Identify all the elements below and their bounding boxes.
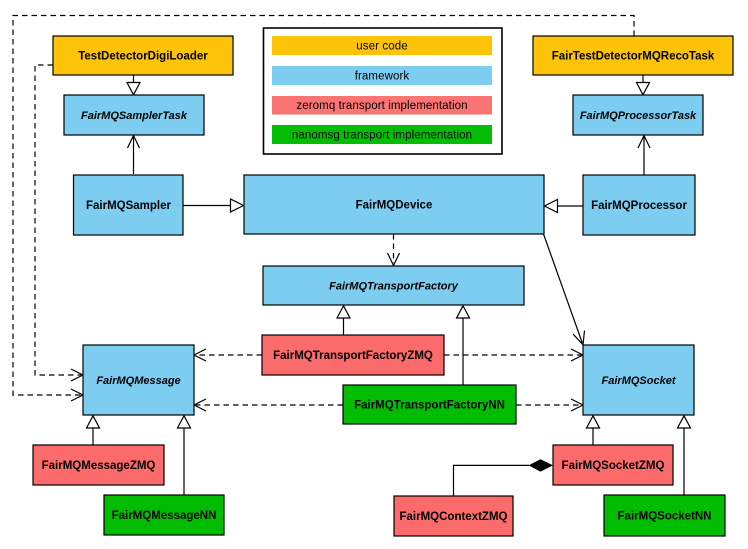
svg-text:user code: user code [356, 41, 407, 53]
svg-text:framework: framework [355, 71, 410, 83]
svg-text:TestDetectorDigiLoader: TestDetectorDigiLoader [78, 51, 208, 63]
svg-text:FairMQContextZMQ: FairMQContextZMQ [400, 511, 508, 523]
svg-text:FairMQSamplerTask: FairMQSamplerTask [81, 110, 188, 122]
svg-text:FairMQTransportFactoryNN: FairMQTransportFactoryNN [354, 400, 505, 412]
svg-text:nanomsg transport implementati: nanomsg transport implementation [292, 130, 472, 142]
svg-text:FairMQSampler: FairMQSampler [86, 200, 172, 212]
svg-text:FairMQMessage: FairMQMessage [96, 375, 180, 387]
svg-text:FairMQSocket: FairMQSocket [602, 375, 677, 387]
svg-text:FairMQMessageZMQ: FairMQMessageZMQ [42, 460, 156, 472]
svg-text:FairMQProcessorTask: FairMQProcessorTask [580, 110, 697, 122]
svg-text:zeromq transport implementatio: zeromq transport implementation [296, 100, 467, 112]
svg-text:FairTestDetectorMQRecoTask: FairTestDetectorMQRecoTask [552, 51, 715, 63]
svg-text:FairMQSocketNN: FairMQSocketNN [618, 511, 712, 523]
svg-text:FairMQTransportFactory: FairMQTransportFactory [329, 281, 459, 293]
svg-text:FairMQDevice: FairMQDevice [356, 200, 433, 212]
svg-text:FairMQTransportFactoryZMQ: FairMQTransportFactoryZMQ [273, 350, 433, 362]
svg-text:FairMQProcessor: FairMQProcessor [591, 200, 687, 212]
svg-text:FairMQMessageNN: FairMQMessageNN [112, 510, 217, 522]
svg-text:FairMQSocketZMQ: FairMQSocketZMQ [562, 460, 665, 472]
